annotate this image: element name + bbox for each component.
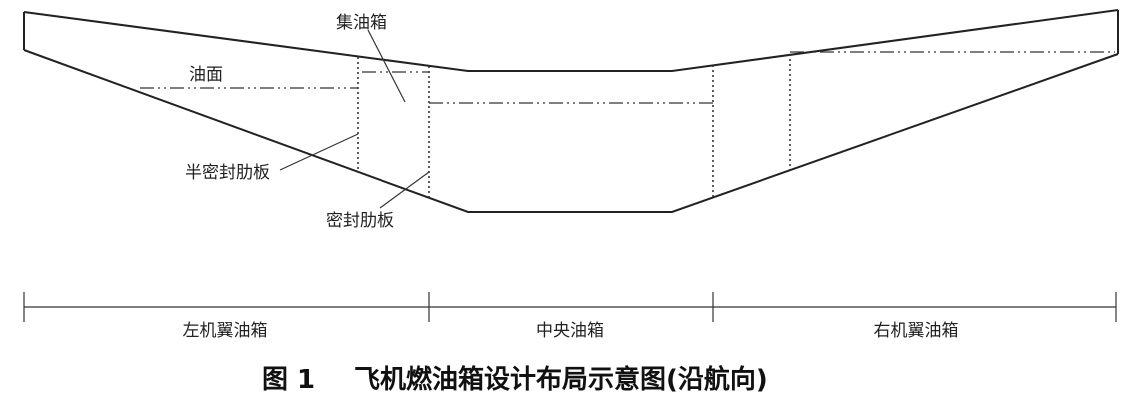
label-oil-surface: 油面 bbox=[189, 65, 223, 85]
figure-number: 图 1 bbox=[262, 365, 315, 395]
tank-outline-bottom bbox=[23, 49, 1119, 213]
label-collector-tank: 集油箱 bbox=[336, 13, 387, 33]
leader-sealed-rib bbox=[379, 171, 430, 209]
leader-semi-sealed-rib bbox=[279, 133, 359, 171]
figure-caption: 飞机燃油箱设计布局示意图(沿航向) bbox=[354, 364, 768, 395]
section-label-left: 左机翼油箱 bbox=[183, 321, 268, 341]
section-label-right: 右机翼油箱 bbox=[874, 321, 959, 341]
label-sealed-rib: 密封肋板 bbox=[326, 211, 394, 231]
section-label-center: 中央油箱 bbox=[536, 321, 604, 341]
label-semi-sealed-rib: 半密封肋板 bbox=[185, 163, 270, 183]
leader-collector-tank bbox=[367, 29, 406, 103]
tank-outline-top bbox=[23, 9, 1119, 72]
